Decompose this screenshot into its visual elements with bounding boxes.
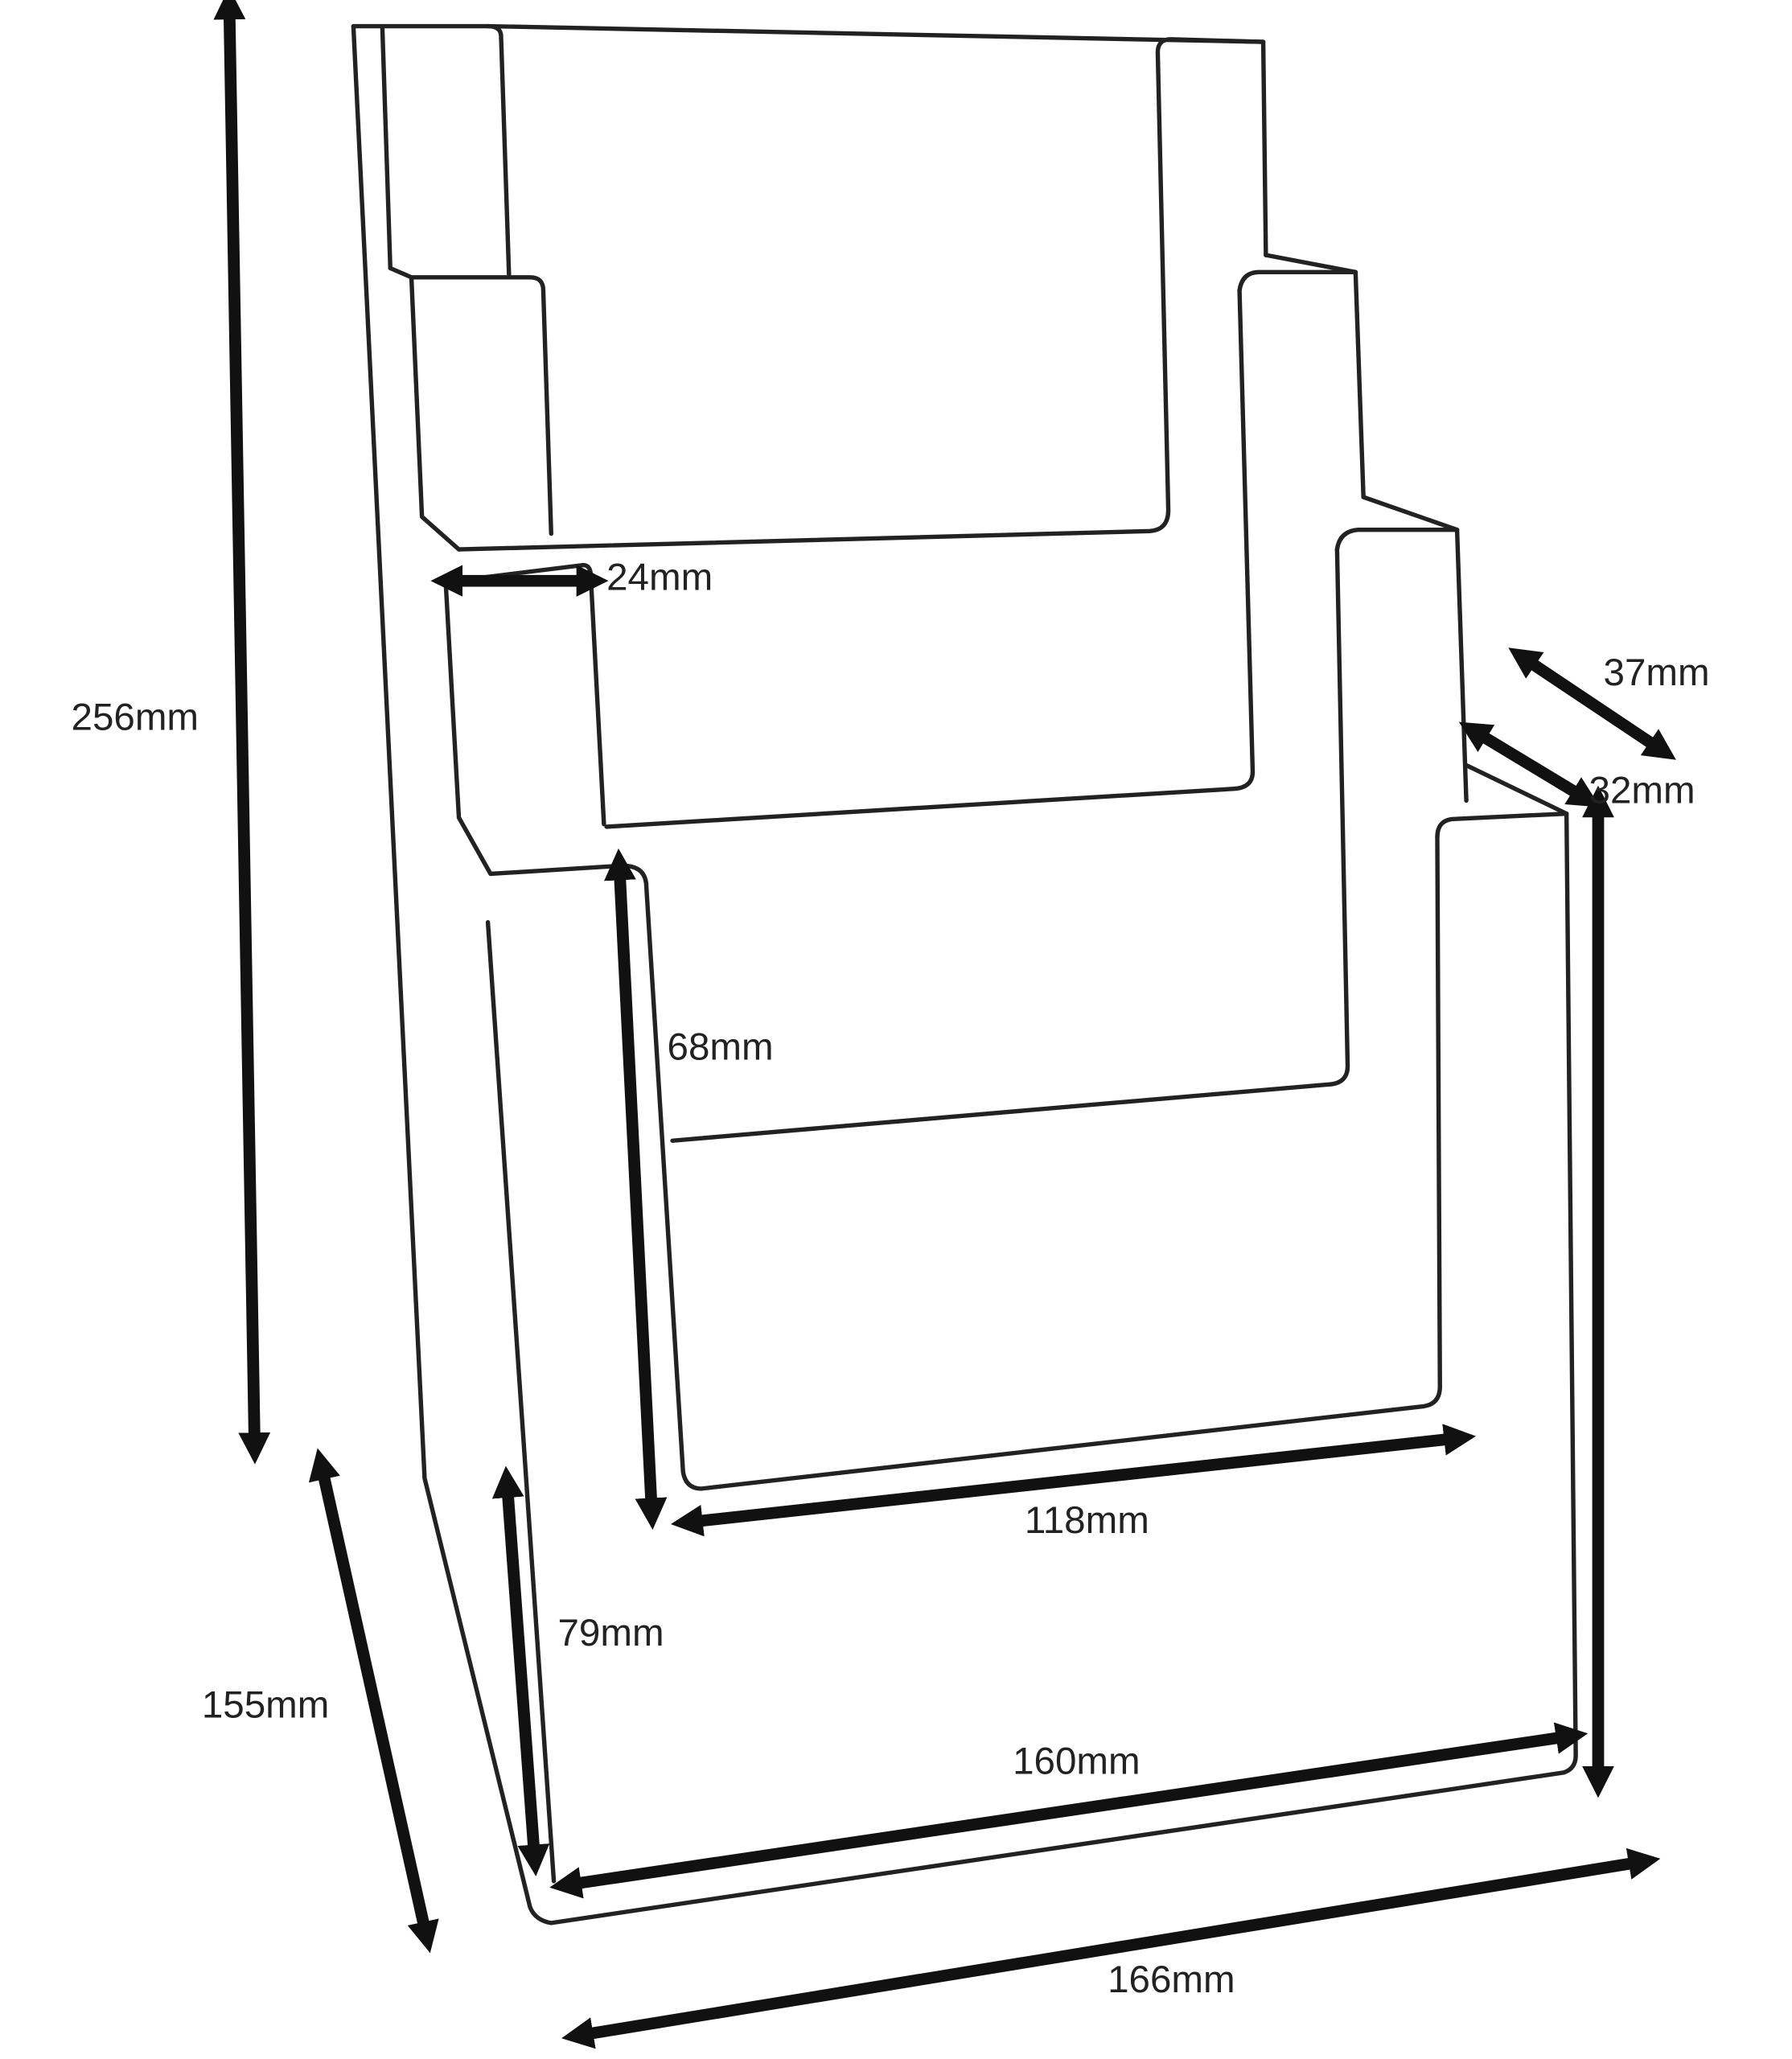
tier2-left-face bbox=[409, 275, 462, 552]
top-back-panel-top bbox=[485, 23, 1268, 257]
label-79mm: 79mm bbox=[557, 1612, 664, 1654]
dimension-arrows bbox=[213, 0, 1676, 2049]
top-back-panel bbox=[351, 23, 512, 277]
arrow-118mm bbox=[670, 1424, 1477, 1537]
arrow-68mm bbox=[604, 848, 668, 1530]
tier2-right-top bbox=[1264, 253, 1358, 274]
label-256mm: 256mm bbox=[72, 697, 199, 739]
label-37mm: 37mm bbox=[1604, 651, 1710, 694]
left-side-inner-line bbox=[380, 27, 393, 271]
front-pocket-right bbox=[1435, 811, 1569, 840]
arrow-256mm bbox=[213, 0, 271, 1465]
tier3-right-face bbox=[670, 547, 1350, 1143]
top-back-panel-right bbox=[456, 37, 1266, 552]
tier2-right-face bbox=[604, 288, 1256, 829]
label-166mm: 166mm bbox=[1108, 1958, 1235, 2001]
arrow-32mm bbox=[1458, 721, 1601, 808]
dimension-labels: 256mm 24mm 37mm 32mm 68mm 118mm 79mm 155… bbox=[72, 557, 1710, 2001]
tier3-right-wall bbox=[1334, 528, 1469, 803]
arrow-79mm bbox=[491, 1465, 550, 1876]
label-160mm: 160mm bbox=[1013, 1740, 1141, 1783]
tier2-right-wall bbox=[1237, 269, 1366, 499]
arrow-166mm bbox=[561, 1847, 1661, 2049]
label-118mm: 118mm bbox=[1025, 1499, 1149, 1542]
tier2-left-wall bbox=[388, 265, 553, 536]
label-68mm: 68mm bbox=[668, 1026, 774, 1069]
arrow-155mm bbox=[308, 1448, 439, 1954]
label-155mm: 155mm bbox=[202, 1684, 330, 1727]
tier3-left-wall bbox=[443, 562, 606, 827]
label-24mm: 24mm bbox=[606, 557, 713, 599]
front-pocket-left bbox=[614, 835, 1442, 1491]
tier3-left-face bbox=[443, 580, 619, 877]
tier3-right-top bbox=[1361, 495, 1460, 532]
label-32mm: 32mm bbox=[1589, 770, 1695, 812]
arrow-37mm bbox=[1508, 647, 1676, 760]
holder-outline bbox=[351, 23, 1578, 1925]
